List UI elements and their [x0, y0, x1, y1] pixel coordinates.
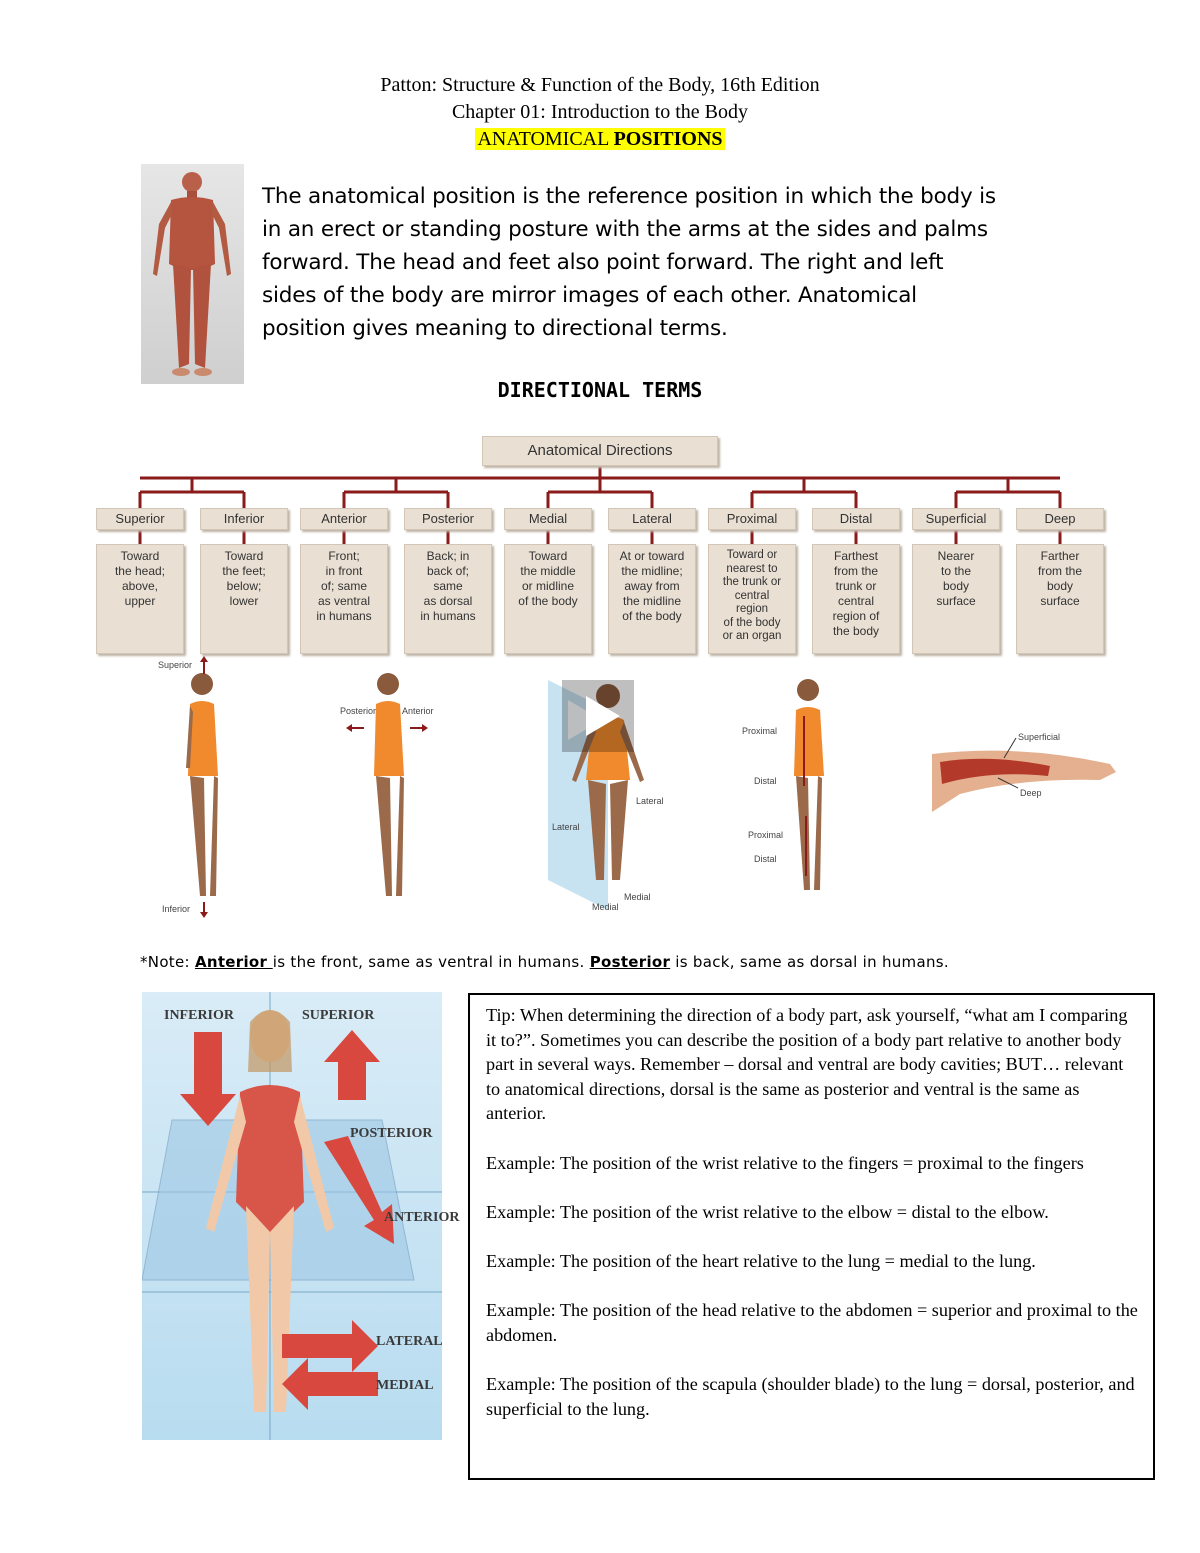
chart-connectors: [138, 467, 1062, 544]
def-superior: Toward the head; above, upper: [96, 544, 184, 654]
label-superior: Superior: [158, 660, 193, 670]
example-wrist-fingers: Example: The position of the wrist relat…: [486, 1152, 1084, 1173]
label-inferior: Inferior: [162, 904, 191, 914]
label-proximal-lower: Proximal: [748, 830, 784, 840]
figure-lateral-medial: Lateral Lateral Medial Medial: [548, 680, 688, 920]
label-proximal-upper: Proximal: [742, 726, 778, 736]
label-distal-upper: Distal: [754, 776, 777, 786]
example-wrist-elbow: Example: The position of the wrist relat…: [486, 1201, 1049, 1222]
label-anterior: Anterior: [402, 706, 434, 716]
figure-superior-inferior: Superior Inferior: [158, 656, 260, 921]
label-medial-right: Medial: [624, 892, 651, 902]
document-header: Patton: Structure & Function of the Body…: [0, 72, 1200, 153]
term-superior: Superior: [96, 508, 184, 530]
note-posterior: Posterior: [589, 953, 671, 971]
diagram-label-inferior: INFERIOR: [164, 1008, 235, 1023]
term-anterior: Anterior: [300, 508, 388, 530]
def-inferior: Toward the feet; below; lower: [200, 544, 288, 654]
figure-proximal-distal: Proximal Distal Proximal Distal: [740, 676, 860, 916]
directional-terms-title: DIRECTIONAL TERMS: [497, 378, 703, 402]
video-play-overlay[interactable]: [562, 680, 634, 752]
example-head-abdomen: Example: The position of the head relati…: [486, 1300, 1138, 1345]
body-directions-diagram: INFERIOR SUPERIOR POSTERIOR ANTERIOR LAT…: [141, 992, 459, 1440]
label-distal-lower: Distal: [754, 854, 777, 864]
example-heart-lung: Example: The position of the heart relat…: [486, 1250, 1036, 1271]
example-scapula-lung: Example: The position of the scapula (sh…: [486, 1373, 1135, 1419]
book-title: Patton: Structure & Function of the Body…: [380, 74, 820, 96]
label-superficial: Superficial: [1018, 732, 1061, 742]
term-medial: Medial: [504, 508, 592, 530]
note-line: *Note: Anterior is the front, same as ve…: [140, 953, 949, 971]
tip-paragraph: Tip: When determining the direction of a…: [486, 1005, 1128, 1124]
term-distal: Distal: [812, 508, 900, 530]
figure-posterior-anterior: Posterior Anterior: [340, 656, 450, 921]
diagram-label-superior: SUPERIOR: [302, 1008, 375, 1023]
play-icon: [586, 696, 620, 736]
def-medial: Toward the middle or midline of the body: [504, 544, 592, 654]
def-lateral: At or toward the midline; away from the …: [608, 544, 696, 654]
anatomical-directions-chart: Anatomical Directions Superior Inferior …: [96, 436, 1108, 656]
intro-paragraph: The anatomical position is the reference…: [262, 184, 996, 341]
term-lateral: Lateral: [608, 508, 696, 530]
section-title: ANATOMICAL POSITIONS: [475, 128, 725, 150]
def-proximal: Toward or nearest to the trunk or centra…: [708, 544, 796, 654]
term-proximal: Proximal: [708, 508, 796, 530]
term-deep: Deep: [1016, 508, 1104, 530]
label-medial-left: Medial: [592, 902, 619, 912]
def-distal: Farthest from the trunk or central regio…: [812, 544, 900, 654]
tip-box: Tip: When determining the direction of a…: [468, 993, 1155, 1480]
chart-root-box: Anatomical Directions: [482, 436, 718, 466]
term-inferior: Inferior: [200, 508, 288, 530]
label-lateral-right: Lateral: [636, 796, 664, 806]
label-posterior: Posterior: [340, 706, 377, 716]
def-deep: Farther from the body surface: [1016, 544, 1104, 654]
figure-superficial-deep: Superficial Deep: [930, 724, 1120, 816]
diagram-label-posterior: POSTERIOR: [350, 1126, 433, 1141]
diagram-label-medial: MEDIAL: [376, 1378, 434, 1393]
label-lateral-left: Lateral: [552, 822, 580, 832]
def-anterior: Front; in front of; same as ventral in h…: [300, 544, 388, 654]
figures-row: Superior Inferior Posterior Anterior: [140, 656, 1120, 921]
def-posterior: Back; in back of; same as dorsal in huma…: [404, 544, 492, 654]
term-superficial: Superficial: [912, 508, 1000, 530]
def-superficial: Nearer to the body surface: [912, 544, 1000, 654]
muscle-figure-image: [141, 164, 244, 384]
label-deep: Deep: [1020, 788, 1042, 798]
term-posterior: Posterior: [404, 508, 492, 530]
diagram-label-anterior: ANTERIOR: [384, 1210, 460, 1225]
chapter-title: Chapter 01: Introduction to the Body: [451, 101, 749, 123]
note-anterior: Anterior: [194, 953, 273, 971]
diagram-label-lateral: LATERAL: [376, 1334, 443, 1349]
